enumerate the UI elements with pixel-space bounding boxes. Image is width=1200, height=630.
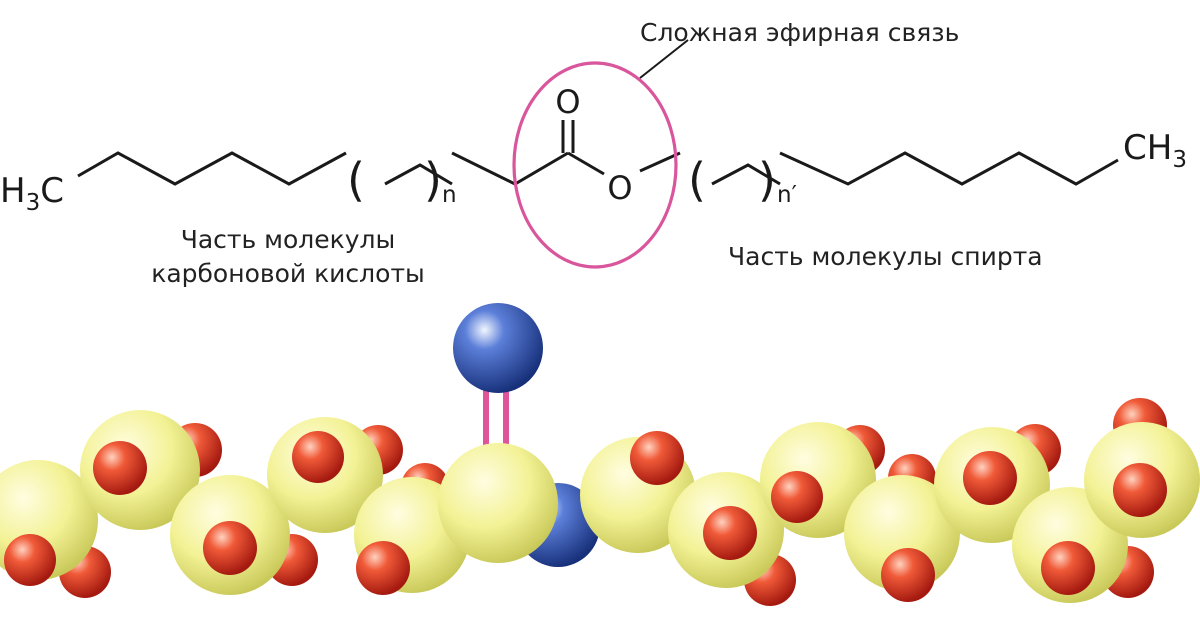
left-methyl-group: H3C [0, 171, 64, 216]
double-bond-rod-right [503, 382, 509, 462]
ester-bond-label: Сложная эфирная связь [640, 18, 959, 47]
carbonyl-carbon-atom [438, 443, 558, 563]
hydrogen-atom [771, 471, 823, 523]
alcohol-paren-close: ) [758, 153, 776, 207]
hydrogen-atom [292, 431, 344, 483]
acid-repeat-unit [384, 163, 453, 186]
acid-paren-open: ( [347, 153, 365, 207]
alcohol-paren-open: ( [688, 153, 706, 207]
carbonyl-oxygen: O [555, 83, 580, 121]
double-bond-rod-left [483, 382, 489, 462]
ester-bond-ring [512, 61, 678, 269]
acid-chain [77, 151, 347, 186]
ester-label-leader [639, 39, 689, 79]
acid-to-carbonyl [451, 151, 569, 186]
hydrogen-atom [963, 451, 1017, 505]
hydrogen-atom [703, 506, 757, 560]
alcohol-repeat-count: n′ [777, 182, 797, 208]
hydrogen-atom [203, 521, 257, 575]
skeletal-bonds [77, 120, 1119, 186]
acid-paren-close: ) [424, 153, 442, 207]
hydrogen-atom [4, 534, 56, 586]
hydrogen-atom [356, 541, 410, 595]
hydrogen-atom [93, 441, 147, 495]
carbon-to-ether-o [567, 151, 605, 176]
alcohol-repeat-unit [711, 163, 781, 186]
hydrogen-atom [881, 548, 935, 602]
acid-repeat-count: n [442, 182, 457, 208]
hydrogen-atom [1041, 541, 1095, 595]
alcohol-chain [779, 151, 1119, 186]
carbonyl-oxygen-atom [453, 303, 543, 393]
acid-part-label-line2: карбоновой кислоты [151, 259, 425, 288]
right-methyl-group: CH3 [1123, 128, 1187, 173]
ether-oxygen: O [607, 169, 632, 207]
molecular-model [0, 303, 1200, 606]
alcohol-part-label: Часть молекулы спирта [728, 242, 1043, 271]
hydrogen-atom [630, 431, 684, 485]
hydrogen-atom [1113, 463, 1167, 517]
ether-o-bond [639, 151, 681, 173]
acid-part-label-line1: Часть молекулы [181, 225, 396, 254]
